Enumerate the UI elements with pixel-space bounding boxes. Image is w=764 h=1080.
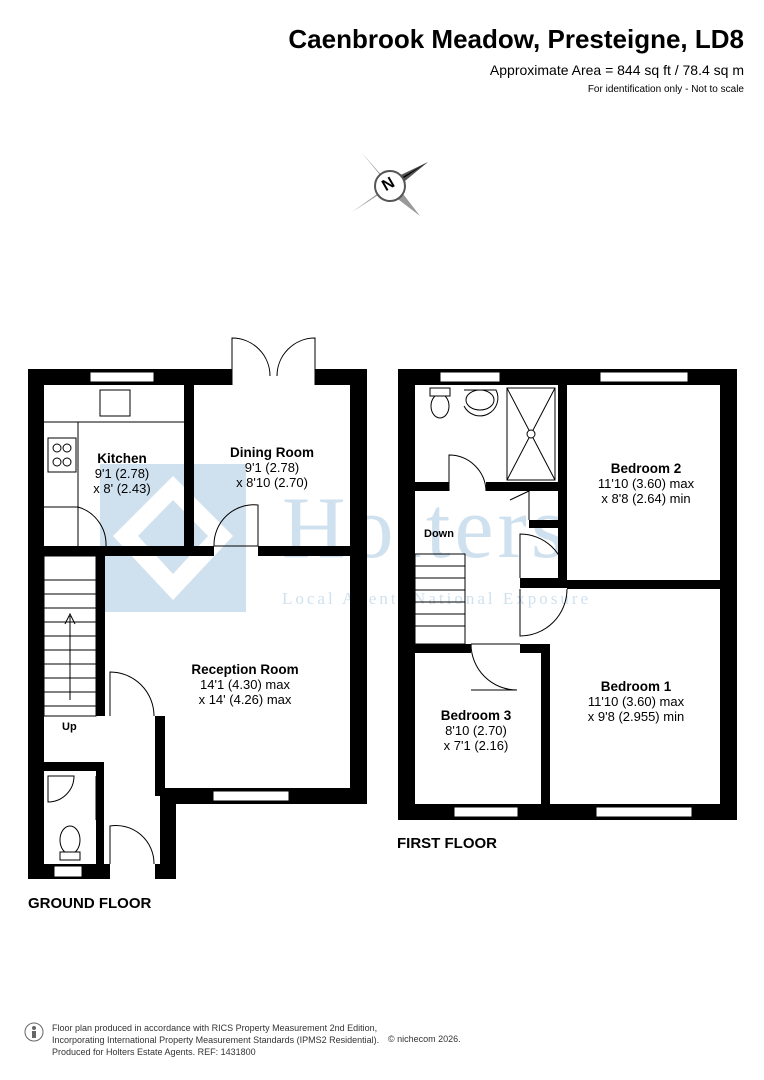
room-bedroom-1: Bedroom 1 11'10 (3.60) max x 9'8 (2.955)… — [568, 679, 704, 724]
room-name: Kitchen — [97, 451, 147, 466]
room-dimension: x 8' (2.43) — [93, 481, 151, 496]
footer-notes: Floor plan produced in accordance with R… — [52, 1022, 379, 1058]
room-dimension: x 7'1 (2.16) — [443, 738, 509, 753]
page-title: Caenbrook Meadow, Presteigne, LD8 — [288, 24, 744, 54]
room-dimension: x 8'8 (2.64) min — [601, 491, 691, 506]
stairs-up-label: Up — [62, 721, 77, 733]
room-dimension: 11'10 (3.60) max — [597, 476, 695, 491]
compass-icon — [352, 153, 428, 216]
person-icon — [24, 1022, 44, 1042]
footer-line: Floor plan produced in accordance with R… — [52, 1023, 378, 1033]
room-name: Bedroom 1 — [600, 679, 672, 694]
room-name: Dining Room — [230, 445, 314, 460]
footer-credit: © nichecom 2026. — [388, 1034, 461, 1044]
room-dimension: 9'1 (2.78) — [244, 460, 300, 475]
room-bedroom-2: Bedroom 2 11'10 (3.60) max x 8'8 (2.64) … — [582, 461, 710, 506]
room-dimension: 14'1 (4.30) max — [200, 677, 290, 692]
room-dimension: 9'1 (2.78) — [94, 466, 150, 481]
ground-floor-label: GROUND FLOOR — [28, 895, 152, 912]
room-name: Reception Room — [191, 662, 299, 677]
room-reception-room: Reception Room 14'1 (4.30) max x 14' (4.… — [180, 662, 310, 707]
room-name: Bedroom 2 — [610, 461, 682, 476]
area-text: Approximate Area = 844 sq ft / 78.4 sq m — [489, 62, 744, 78]
room-kitchen: Kitchen 9'1 (2.78) x 8' (2.43) — [84, 451, 160, 496]
footer-line: Produced for Holters Estate Agents. REF:… — [52, 1047, 256, 1057]
disclaimer-text: For identification only - Not to scale — [587, 84, 744, 95]
room-dimension: 8'10 (2.70) — [445, 723, 507, 738]
room-dimension: x 9'8 (2.955) min — [587, 709, 685, 724]
room-dimension: 11'10 (3.60) max — [587, 694, 685, 709]
footer-line: Incorporating International Property Mea… — [52, 1035, 380, 1045]
room-bedroom-3: Bedroom 3 8'10 (2.70) x 7'1 (2.16) — [430, 708, 522, 753]
stairs-down-label: Down — [424, 528, 454, 540]
room-name: Bedroom 3 — [440, 708, 512, 723]
room-dimension: x 8'10 (2.70) — [236, 475, 308, 490]
first-floor-label: FIRST FLOOR — [397, 835, 497, 852]
room-dining-room: Dining Room 9'1 (2.78) x 8'10 (2.70) — [212, 445, 332, 490]
room-dimension: x 14' (4.26) max — [198, 692, 292, 707]
